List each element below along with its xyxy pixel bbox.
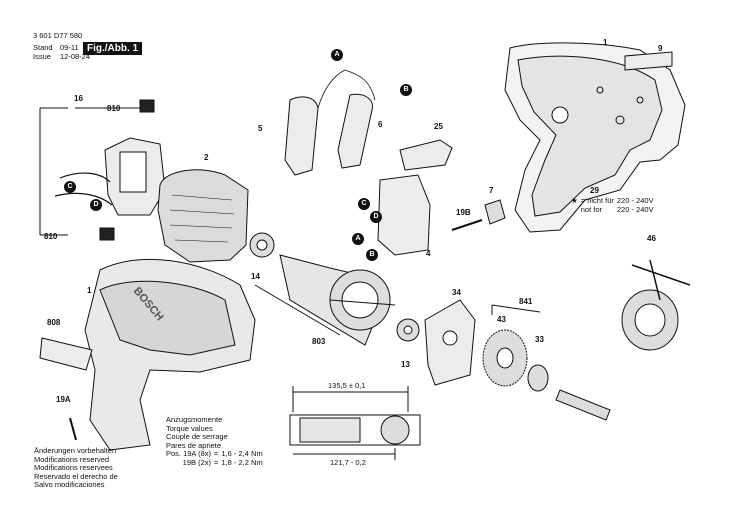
torque-eq: = (214, 449, 219, 458)
star-icon: ★ (571, 196, 578, 205)
callout-b-right: B (366, 249, 378, 261)
stand-value: 09-11 (60, 43, 79, 52)
torque-line: Anzugsmomente (166, 415, 223, 424)
torque-line: Torque values (166, 423, 213, 433)
voltage-legend: ★ = nicht für 220 - 240V not for 220 - 2… (571, 196, 657, 214)
part-number-1-body: 1 (87, 286, 92, 295)
part-number-5: 5 (258, 124, 263, 133)
part-number-19a: 19A (56, 395, 71, 404)
part-number-33: 33 (535, 335, 544, 344)
torque-pos: 19B (2x) (182, 457, 212, 467)
callout-a-top: A (331, 49, 343, 61)
callout-d-right: D (370, 211, 382, 223)
part-number-6: 6 (378, 120, 383, 129)
part-number-16: 16 (74, 94, 83, 103)
torque-eq: = (214, 457, 219, 467)
callout-a-right: A (352, 233, 364, 245)
document-number: 3 601 D77 580 (33, 31, 83, 40)
part-number-1-housing: 1 (603, 38, 608, 47)
part-number-810-top: 810 (107, 104, 121, 113)
part-number-29: 29 (590, 186, 599, 195)
dimension-top: 135,5 ± 0,1 (328, 381, 366, 390)
torque-val: 1,8 - 2,2 Nm (221, 457, 263, 467)
part-number-13: 13 (401, 360, 410, 369)
note-line: Modifications reservees (34, 463, 113, 472)
torque-val: 1,6 - 2,4 Nm (221, 449, 263, 458)
issue-label: Issue (33, 52, 51, 61)
legend-label-de: = nicht für (580, 196, 614, 205)
legend-value-en: 220 - 240V (616, 205, 654, 214)
note-line: Änderungen vorbehalten (34, 446, 117, 455)
callout-b-top: B (400, 84, 412, 96)
part-number-803: 803 (312, 337, 326, 346)
part-number-19b: 19B (456, 208, 471, 217)
part-number-810-bottom: 810 (44, 232, 58, 241)
part-number-43: 43 (497, 315, 506, 324)
part-number-4: 4 (426, 249, 431, 258)
note-line: Reservado el derecho de (34, 471, 118, 481)
part-number-7: 7 (489, 186, 494, 195)
part-number-9: 9 (658, 44, 663, 53)
callout-d-left: D (90, 199, 102, 211)
modification-notes: Änderungen vorbehalten Modifications res… (34, 446, 118, 490)
torque-line: Pares de apriete (166, 440, 222, 450)
callout-c-right: C (358, 198, 370, 210)
part-number-25: 25 (434, 122, 443, 131)
stand-label: Stand (33, 43, 53, 52)
torque-line: Couple de serrage (166, 432, 228, 441)
part-number-14: 14 (251, 272, 260, 281)
part-number-808: 808 (47, 318, 61, 327)
torque-values: Anzugsmomente Torque values Couple de se… (166, 415, 266, 467)
issue-value: 12-08-24 (60, 52, 91, 61)
callout-c-left: C (64, 181, 76, 193)
torque-pos: Pos. 19A (8x) (166, 449, 212, 458)
legend-label-en: not for (580, 205, 602, 214)
part-number-2: 2 (204, 153, 209, 162)
dimension-bottom: 121,7 - 0,2 (330, 458, 366, 467)
part-number-46: 46 (647, 234, 656, 243)
figure-label: Fig./Abb. 1 (83, 42, 143, 55)
note-line: Salvo modificaciones (34, 480, 105, 489)
note-line: Modifications reserved (34, 454, 110, 464)
legend-value-de: 220 - 240V (616, 196, 654, 205)
part-number-34: 34 (452, 288, 461, 297)
part-number-841: 841 (519, 297, 533, 306)
